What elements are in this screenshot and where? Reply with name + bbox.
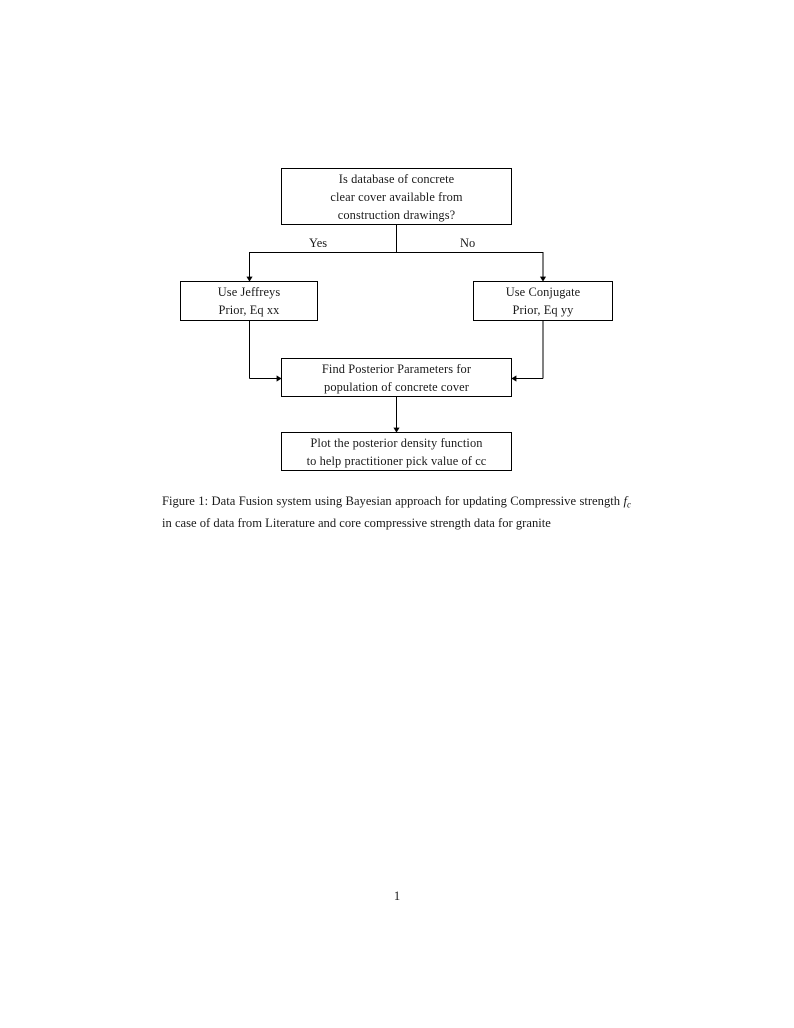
- node-posterior-line-1: Find Posterior Parameters for: [321, 361, 472, 376]
- node-conjugate-line-2: Prior, Eq yy: [512, 303, 574, 317]
- node-conjugate-prior: Use Conjugate Prior, Eq yy: [473, 281, 613, 321]
- node-question: Is database of concrete clear cover avai…: [281, 168, 512, 225]
- node-conjugate-line-1: Use Conjugate: [505, 285, 581, 299]
- node-plot-line-1: Plot the posterior density function: [310, 435, 483, 450]
- caption-math-variable: f: [623, 494, 627, 508]
- caption-part-1: Data Fusion system using Bayesian approa…: [211, 494, 621, 508]
- figure-caption: Figure 1: Data Fusion system using Bayes…: [162, 492, 631, 533]
- node-jeffreys-prior: Use Jeffreys Prior, Eq xx: [180, 281, 318, 321]
- node-plot-line-2: to help practitioner pick value of cc: [306, 453, 487, 468]
- node-question-line-2: clear cover available from: [330, 189, 463, 204]
- caption-label: Figure 1:: [162, 494, 209, 508]
- node-question-line-1: Is database of concrete: [338, 171, 455, 186]
- node-question-line-3: construction drawings?: [337, 207, 456, 222]
- node-jeffreys-line-2: Prior, Eq xx: [218, 303, 280, 317]
- caption-math-subscript: c: [626, 499, 631, 510]
- node-find-posterior-parameters: Find Posterior Parameters for population…: [281, 358, 512, 397]
- flowchart-connectors: [246, 225, 547, 433]
- edge-label-yes: Yes: [306, 236, 331, 250]
- figure-flowchart: Is database of concrete clear cover avai…: [0, 0, 794, 490]
- node-jeffreys-line-1: Use Jeffreys: [217, 285, 281, 299]
- caption-part-2: in case of data from Literature and core…: [162, 516, 551, 531]
- node-plot-posterior-density: Plot the posterior density function to h…: [281, 432, 512, 471]
- edge-label-no: No: [457, 236, 479, 250]
- page-number: 1: [393, 889, 401, 903]
- node-posterior-line-2: population of concrete cover: [324, 379, 469, 394]
